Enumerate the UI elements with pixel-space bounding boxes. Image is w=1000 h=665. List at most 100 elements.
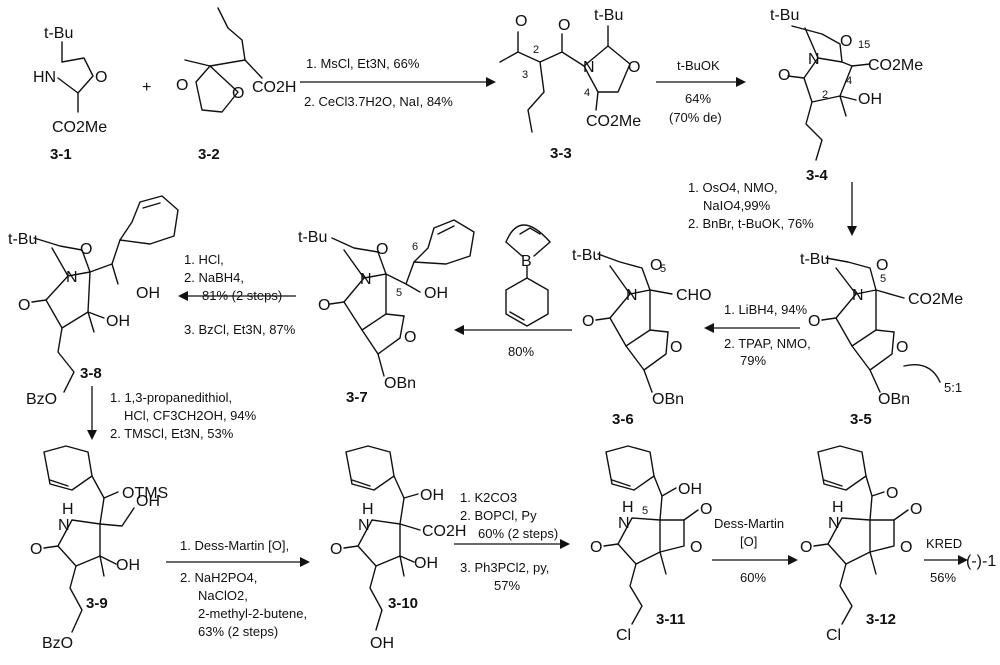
bond <box>195 65 239 113</box>
reagent-text: 60% <box>740 570 766 585</box>
arrow-step-11: KRED 56% <box>924 536 968 585</box>
label-3-4: 3-4 <box>806 167 828 184</box>
reagent-text: 79% <box>740 353 766 368</box>
bond <box>505 277 549 327</box>
arrow-head <box>704 323 714 333</box>
bond <box>653 475 663 497</box>
bond <box>57 327 75 393</box>
atom-label: O <box>18 297 30 314</box>
atom-label: HN <box>33 69 56 86</box>
arrow-head <box>178 291 188 301</box>
bond <box>345 445 395 491</box>
reagent-text: HCl, CF3CH2OH, 94% <box>124 408 257 423</box>
atom-label: N <box>66 269 78 286</box>
compound-3-1: t-Bu HN O CO2Me 3-1 <box>33 25 107 163</box>
bond <box>399 555 405 577</box>
bond <box>87 311 105 319</box>
arrow-step-7: 1. 1,3-propanedithiol, HCl, CF3CH2OH, 94… <box>87 386 257 441</box>
atom-label: O <box>700 501 712 518</box>
bond <box>509 311 525 321</box>
compound-3-8: t-Bu O N OH OH O BzO 3-8 <box>8 195 179 408</box>
reagent-text: 81% (2 steps) <box>202 288 282 303</box>
bond <box>805 101 823 161</box>
atom-label: O <box>808 313 820 330</box>
bond <box>533 241 551 257</box>
bond <box>659 551 667 575</box>
arrow-step-10: Dess-Martin [O] 60% <box>712 516 798 585</box>
bond <box>91 475 105 499</box>
atom-label: OH <box>136 493 160 510</box>
arrow-head <box>847 226 857 236</box>
bond <box>31 299 47 303</box>
bond <box>869 551 877 575</box>
bond <box>369 565 383 631</box>
atom-label: O <box>910 501 922 518</box>
bond <box>33 237 91 277</box>
bond <box>869 495 873 521</box>
bond <box>399 523 421 531</box>
locant-label: 4 <box>584 87 590 99</box>
arrow-step-6: 1. HCl, 2. NaBH4, 81% (2 steps) 3. BzCl,… <box>178 252 296 337</box>
bond <box>851 63 871 67</box>
bond <box>903 364 941 383</box>
atom-label: t-Bu <box>44 25 73 42</box>
bond <box>385 313 405 317</box>
bond <box>527 61 545 133</box>
arrow-head <box>486 77 496 87</box>
bond <box>405 261 415 285</box>
reagent-text: 2. TMSCl, Et3N, 53% <box>110 426 234 441</box>
atom-label: O <box>896 339 908 356</box>
atom-label: O <box>558 17 570 34</box>
compound-3-9: OTMS OH H N OH O BzO 3-9 <box>30 445 168 652</box>
bond <box>209 59 246 67</box>
bond <box>57 57 94 94</box>
bond <box>597 253 651 295</box>
atom-label: OH <box>678 481 702 498</box>
reagent-text: (70% de) <box>669 110 722 125</box>
label-3-7: 3-7 <box>346 389 368 406</box>
reagent-text: 1. LiBH4, 94% <box>724 302 808 317</box>
borane-reagent: B <box>505 224 551 327</box>
bond <box>617 517 661 565</box>
reagent-text: 80% <box>508 344 534 359</box>
atom-label: O <box>778 67 790 84</box>
bond <box>817 445 867 491</box>
atom-label: O <box>800 539 812 556</box>
arrow-head <box>87 430 97 440</box>
reagent-text: 56% <box>930 570 956 585</box>
bond <box>99 507 135 527</box>
compound-3-10: OH H N CO2H OH O OH 3-10 <box>330 445 466 652</box>
atom-label: OH <box>424 285 448 302</box>
atom-label: N <box>358 517 370 534</box>
compound-3-7: t-Bu O N 6 5 OH O O OBn 3-7 <box>298 219 475 406</box>
atom-label: CO2H <box>422 523 466 540</box>
locant-label: 4 <box>846 75 852 87</box>
atom-label: H <box>62 501 74 518</box>
arrow-step-2: t-BuOK 64% (70% de) <box>656 58 746 125</box>
label-3-9: 3-9 <box>86 595 108 612</box>
atom-label: N <box>58 517 70 534</box>
bond <box>184 59 211 67</box>
locant-label: 6 <box>412 241 418 253</box>
atom-label: t-Bu <box>594 7 623 24</box>
atom-label: O <box>515 13 527 30</box>
bond <box>99 497 105 525</box>
reagent-text: t-BuOK <box>677 58 720 73</box>
bond <box>869 369 881 393</box>
atom-label: O <box>650 257 662 274</box>
reagent-text: [O] <box>740 534 757 549</box>
reagent-text: 5:1 <box>944 380 962 395</box>
atom-label: O <box>30 541 42 558</box>
bond <box>357 519 401 567</box>
atom-label: O <box>232 85 244 102</box>
atom-label: OH <box>858 91 882 108</box>
reagent-text: 2. NaH2PO4, <box>180 570 257 585</box>
atom-label: OBn <box>384 375 416 392</box>
bond <box>45 275 89 329</box>
atom-label: O <box>582 313 594 330</box>
atom-label: CO2Me <box>586 113 641 130</box>
atom-label: OH <box>414 555 438 572</box>
bond <box>331 237 387 279</box>
arrow-head <box>958 555 968 565</box>
bond <box>43 545 59 549</box>
